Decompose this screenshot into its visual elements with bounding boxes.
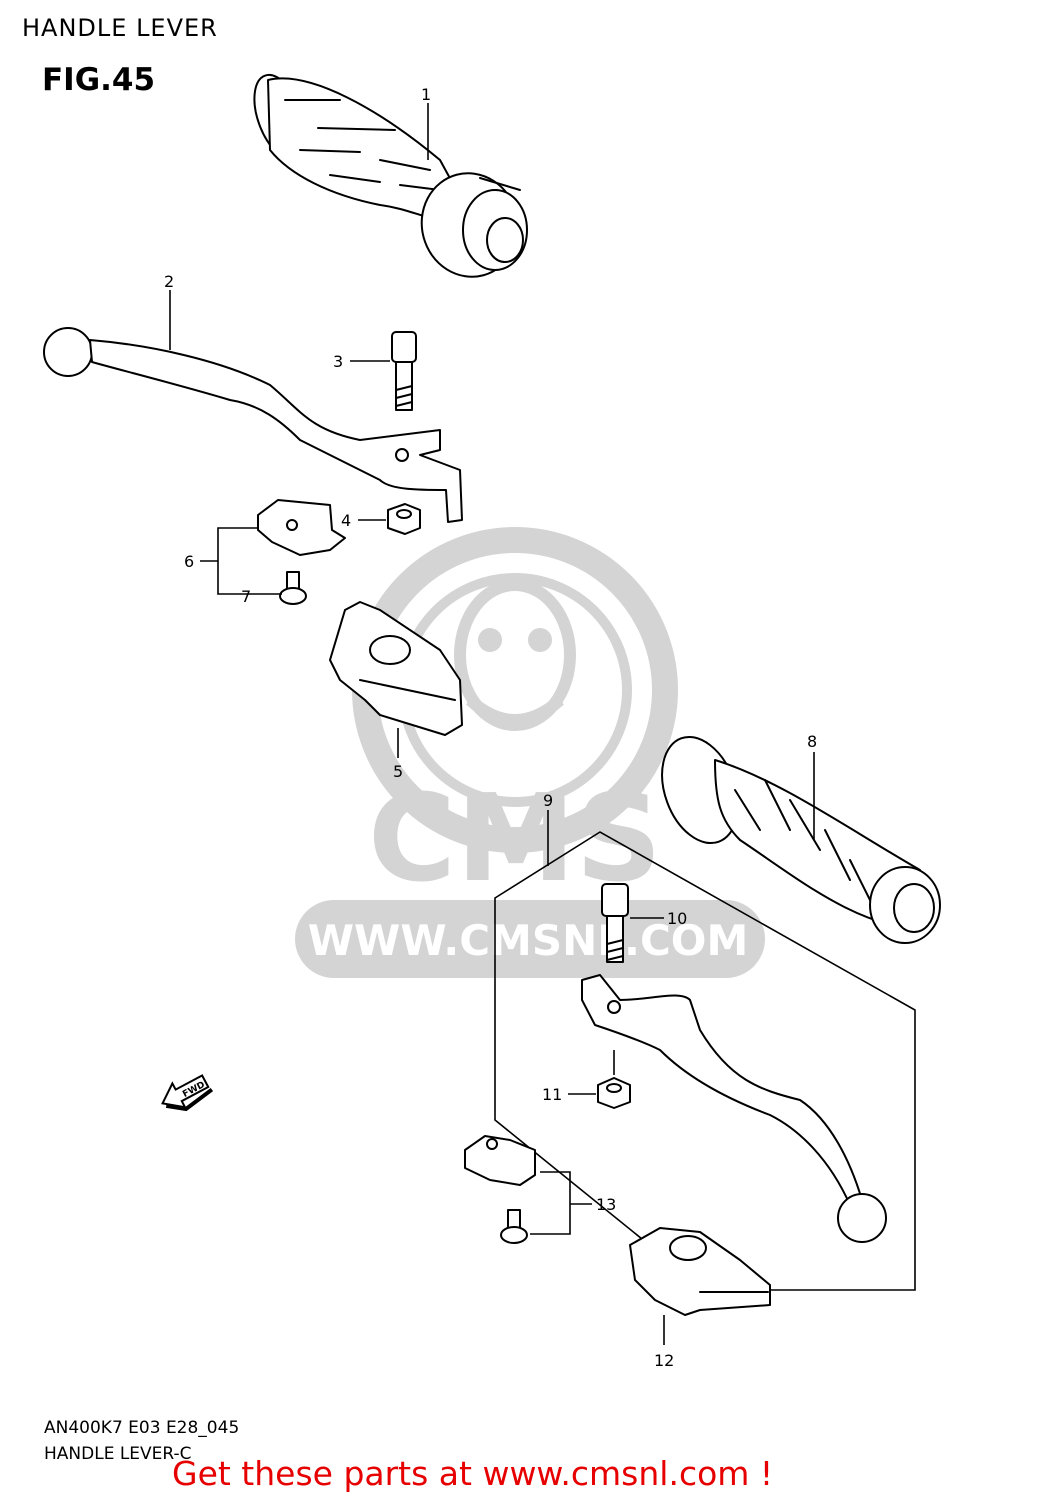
diagram-code: AN400K7 E03 E28_045 <box>44 1418 240 1438</box>
part-number-label: 13 <box>596 1195 616 1214</box>
part-number-label: 5 <box>393 762 403 781</box>
part-number-label: 10 <box>667 909 687 928</box>
part-11-nut <box>597 1077 631 1109</box>
fwd-arrow-icon: FWD <box>161 1074 214 1112</box>
part-number-label: 2 <box>164 272 174 291</box>
part-3-bolt <box>391 331 417 411</box>
part-13-switch <box>464 1135 536 1244</box>
part-6-switch <box>257 499 346 556</box>
page-title: HANDLE LEVER <box>22 14 218 42</box>
part-number-label: 1 <box>421 85 431 104</box>
part-1-grip <box>253 73 528 278</box>
part-12-holder <box>629 1227 771 1316</box>
right-lever <box>581 974 887 1243</box>
part-2-lever <box>43 327 463 523</box>
leader-13-bracket <box>530 1171 571 1235</box>
part-number-label: 9 <box>543 791 553 810</box>
part-number-label: 7 <box>241 587 251 606</box>
part-number-label: 3 <box>333 352 343 371</box>
part-7-screw <box>279 571 307 605</box>
watermark-url: WWW.CMSNL.COM <box>308 916 749 965</box>
part-number-label: 6 <box>184 552 194 571</box>
part-8-grip <box>661 735 941 944</box>
part-number-label: 12 <box>654 1351 674 1370</box>
part-number-label: 8 <box>807 732 817 751</box>
part-10-bolt <box>601 883 629 963</box>
part-number-label: 11 <box>542 1085 562 1104</box>
get-parts-link[interactable]: Get these parts at www.cmsnl.com ! <box>172 1454 774 1493</box>
part-number-label: 4 <box>341 511 351 530</box>
part-9-kit-outline <box>494 831 916 1291</box>
part-5-holder <box>329 601 463 736</box>
figure-label: FIG.45 <box>42 62 156 98</box>
diagram-name: HANDLE LEVER-C <box>44 1444 192 1464</box>
part-4-nut <box>387 503 421 535</box>
